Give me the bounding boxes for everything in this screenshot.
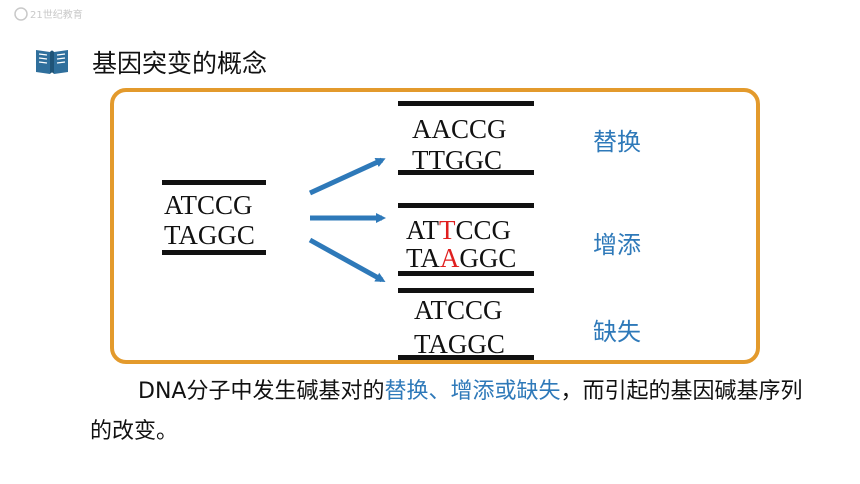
caption-part-3: ，而引起的基因碱基序列的改变。	[90, 379, 803, 444]
original-bottom-sequence: TAGGC	[164, 220, 255, 250]
diagram-frame	[110, 88, 760, 364]
deletion-top-bar	[398, 288, 534, 293]
book-icon	[36, 50, 68, 74]
original-strand-bottom-bar	[162, 250, 266, 255]
logo: 21世纪教育	[14, 7, 83, 21]
addition-top-right: CCG	[455, 215, 512, 245]
arrow-to-replacement	[308, 157, 386, 196]
deletion-top-sequence: ATCCG	[414, 295, 503, 325]
original-strand-top-bar	[162, 180, 266, 185]
addition-bottom-sequence: TAAGGC	[406, 245, 516, 272]
definition-caption: DNA分子中发生碱基对的替换、增添或缺失，而引起的基因碱基序列的改变。	[90, 372, 810, 452]
inserted-base-bottom: A	[439, 243, 460, 273]
page-title: 基因突变的概念	[92, 49, 268, 78]
replacement-label: 替换	[593, 128, 641, 156]
original-top-sequence: ATCCG	[164, 190, 253, 220]
addition-bottom-right: GGC	[459, 243, 517, 273]
caption-part-1: DNA分子中发生碱基对的	[138, 379, 385, 404]
logo-text: 21世纪教育	[30, 8, 83, 21]
replacement-bottom-bar	[398, 170, 534, 175]
replacement-top-sequence: AACCG	[412, 114, 507, 144]
addition-bottom-bar	[398, 271, 534, 276]
deletion-bottom-sequence: TAGGC	[414, 329, 505, 359]
inserted-base-top: T	[439, 215, 456, 245]
addition-top-left: AT	[406, 215, 439, 245]
addition-bottom-left: TA	[406, 243, 440, 273]
caption-highlight: 替换、增添或缺失	[384, 379, 561, 404]
replacement-bottom-sequence: TTGGC	[412, 145, 502, 175]
deletion-bottom-bar	[398, 355, 534, 360]
arrow-to-deletion	[308, 237, 386, 283]
addition-top-sequence: ATTCCG	[406, 217, 511, 244]
addition-top-bar	[398, 203, 534, 208]
deletion-label: 缺失	[593, 318, 641, 346]
replacement-top-bar	[398, 101, 534, 106]
addition-label: 增添	[593, 231, 641, 259]
